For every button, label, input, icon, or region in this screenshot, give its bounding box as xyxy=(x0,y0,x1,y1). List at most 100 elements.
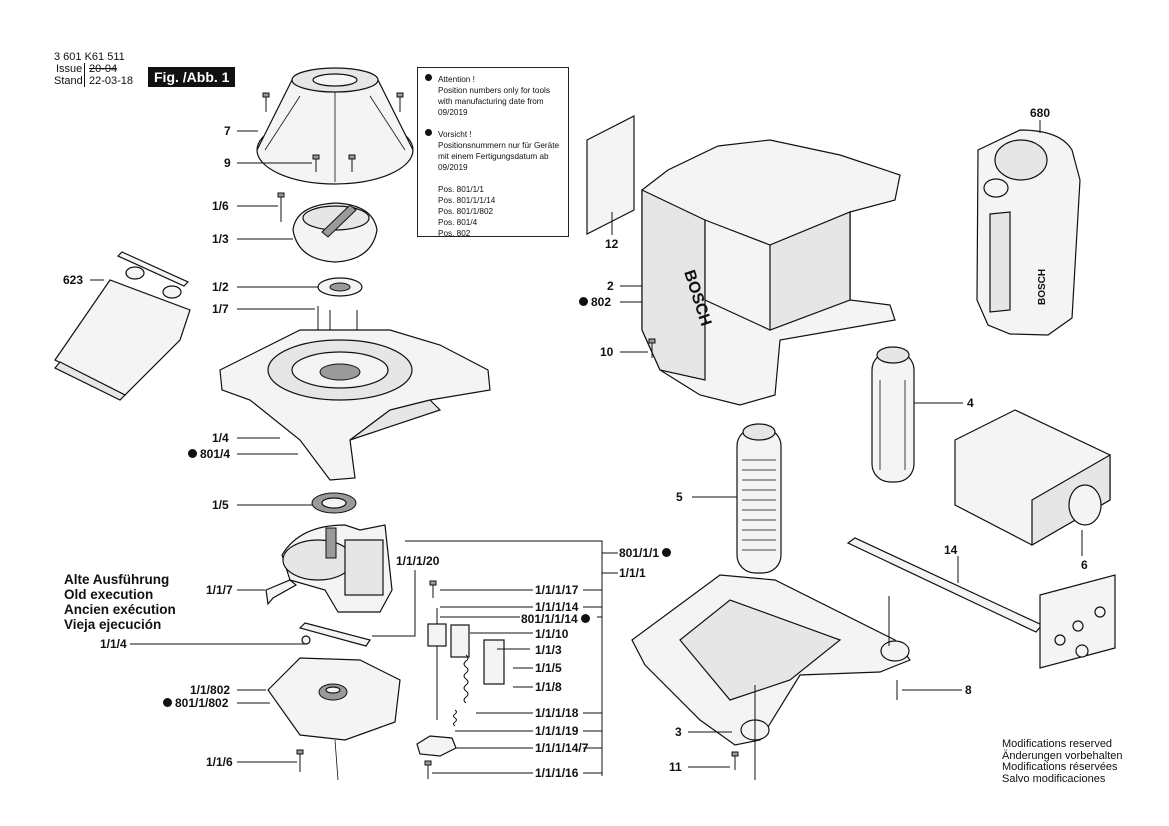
part-2-housing: BOSCH xyxy=(641,139,901,406)
callout-1-1-1-16: 1/1/1/16 xyxy=(535,766,579,780)
callout-1-1-1: 1/1/1 xyxy=(619,566,646,580)
callout-1-1-1-14-7: 1/1/1/14/7 xyxy=(535,741,589,755)
callout-1-1-8: 1/1/8 xyxy=(535,680,562,694)
callout-12: 12 xyxy=(605,237,619,251)
part-4-battery xyxy=(871,346,915,483)
part-number: 3 601 K61 511 xyxy=(54,51,125,63)
part-1-1-1-motor xyxy=(281,524,393,613)
callout-801-1-1-14: 801/1/1/14 xyxy=(521,612,593,626)
callout-1-1-1-17: 1/1/1/17 xyxy=(535,583,579,597)
callout-1-1-1-14: 1/1/1/14 xyxy=(535,600,579,614)
old-execution-note: Alte Ausführung Old execution Ancien exé… xyxy=(64,572,176,632)
callout-7: 7 xyxy=(224,124,231,138)
callout-801-1-802: 801/1/802 xyxy=(160,696,228,710)
vorsicht-line: mit einem Fertigungsdatum ab xyxy=(438,152,549,161)
modifications-de: Änderungen vorbehalten xyxy=(1002,749,1123,762)
callout-10: 10 xyxy=(600,345,614,359)
part-5-battery xyxy=(736,423,782,574)
new-position-bullet xyxy=(163,698,172,708)
callout-1-1-5: 1/1/5 xyxy=(535,661,562,675)
part-14-bracket xyxy=(846,537,1116,669)
part-1-1-7-bracket xyxy=(265,579,298,606)
old-execution-en: Old execution xyxy=(64,587,154,602)
new-position-bullet xyxy=(580,614,590,624)
vorsicht-line: Positionsnummern nur für Geräte xyxy=(438,141,560,150)
callout-5: 5 xyxy=(676,490,683,504)
vorsicht-line: 09/2019 xyxy=(438,163,468,172)
part-1-1-1-small-parts xyxy=(416,580,523,779)
part-1-5-ring xyxy=(311,492,357,514)
part-12-sheet xyxy=(586,115,635,235)
callout-1-1-7: 1/1/7 xyxy=(206,583,233,597)
new-position-bullet xyxy=(662,548,672,558)
callout-1-3: 1/3 xyxy=(212,232,229,246)
callout-11: 11 xyxy=(669,760,682,774)
stand-label: Stand xyxy=(54,75,83,87)
position-item: Pos. 801/1/1 xyxy=(438,185,484,194)
callout-14: 14 xyxy=(944,543,958,557)
part-7-screws xyxy=(262,92,404,172)
issue-label: Issue xyxy=(56,63,83,75)
attention-line: with manufacturing date from xyxy=(438,97,544,106)
brand-text-remote: BOSCH xyxy=(1037,269,1048,305)
new-position-bullet xyxy=(188,449,197,459)
callout-801-4: 801/4 xyxy=(185,447,230,461)
leader-lines xyxy=(90,120,1083,776)
notice-bullet xyxy=(425,74,432,81)
notice-box: Attention ! Position numbers only for to… xyxy=(417,67,569,238)
part-1-2-disc xyxy=(317,277,363,297)
header-brace xyxy=(84,63,85,87)
callout-1-5: 1/5 xyxy=(212,498,229,512)
part-1-3-rotating-head xyxy=(292,202,378,263)
callout-9: 9 xyxy=(224,156,231,170)
issue-value: 20-04 xyxy=(89,63,118,75)
callout-3: 3 xyxy=(675,725,682,739)
callout-1-1-1-20: 1/1/1/20 xyxy=(396,554,440,568)
notice-bullet xyxy=(425,129,432,136)
callout-2: 2 xyxy=(607,279,614,293)
modifications-en: Modifications reserved xyxy=(1002,738,1113,750)
attention-title: Attention ! xyxy=(438,75,475,84)
figure-label: Fig. /Abb. 1 xyxy=(148,67,236,87)
old-execution-fr: Ancien exécution xyxy=(64,602,176,617)
position-item: Pos. 801/1/802 xyxy=(438,207,494,216)
position-item: Pos. 801/4 xyxy=(438,218,478,227)
modifications-fr: Modifications réservées xyxy=(1002,761,1118,773)
callout-6: 6 xyxy=(1081,558,1088,572)
callout-1-7: 1/7 xyxy=(212,302,229,316)
old-execution-es: Vieja ejecución xyxy=(64,617,162,632)
callout-1-1-10: 1/1/10 xyxy=(535,627,569,641)
vorsicht-title: Vorsicht ! xyxy=(438,130,472,139)
part-1-4-rotor-housing xyxy=(219,329,491,481)
callout-8: 8 xyxy=(965,683,972,697)
part-7-top-cage xyxy=(256,67,414,185)
callout-1-4: 1/4 xyxy=(212,431,229,445)
callout-801-1-1: 801/1/1 xyxy=(619,546,674,560)
position-item: Pos. 802 xyxy=(438,229,471,238)
part-1-1-802-board xyxy=(267,657,401,781)
attention-line: Position numbers only for tools xyxy=(438,86,550,95)
callout-1-6: 1/6 xyxy=(212,199,229,213)
callout-623: 623 xyxy=(63,273,84,287)
callout-802: 802 xyxy=(576,295,611,309)
callout-1-1-1-18: 1/1/1/18 xyxy=(535,706,579,720)
callout-1-1-3-right: 1/1/3 xyxy=(535,643,562,657)
old-execution-de: Alte Ausführung xyxy=(64,572,170,587)
part-680-remote: BOSCH xyxy=(976,129,1081,336)
part-623-cover xyxy=(54,251,191,401)
position-item: Pos. 801/1/1/14 xyxy=(438,196,496,205)
callout-1-1-1-19: 1/1/1/19 xyxy=(535,724,579,738)
callout-1-1-4: 1/1/4 xyxy=(100,637,127,651)
modifications-es: Salvo modificaciones xyxy=(1002,772,1106,785)
new-position-bullet xyxy=(579,297,588,307)
callout-1-1-6: 1/1/6 xyxy=(206,755,233,769)
callout-4: 4 xyxy=(967,396,974,410)
part-6-battery-compartment xyxy=(954,409,1111,547)
attention-line: 09/2019 xyxy=(438,108,468,117)
part-3-base xyxy=(631,574,911,780)
callout-1-1-802: 1/1/802 xyxy=(190,683,231,697)
part-1-1-4-strip xyxy=(298,622,371,647)
modifications-note: Modifications reserved Änderungen vorbeh… xyxy=(1002,738,1123,785)
callout-1-2: 1/2 xyxy=(212,280,229,294)
